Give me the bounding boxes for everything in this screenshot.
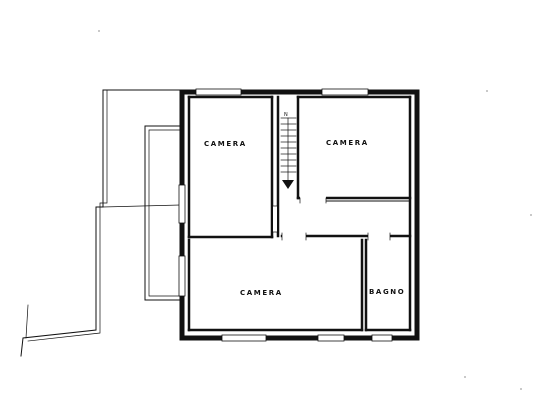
window-left-2: [178, 255, 186, 297]
terrace-outline: [20, 89, 181, 357]
balcony: [144, 125, 181, 301]
doors: [271, 192, 391, 241]
room-label-camera-bottom: CAMERA: [240, 289, 283, 297]
window-top-2: [321, 88, 369, 96]
window-left-1: [178, 184, 186, 224]
exterior-walls: [179, 89, 420, 341]
window-bottom-3: [371, 334, 393, 342]
stair-arrow-icon: [282, 180, 294, 189]
room-label-camera-top-right: CAMERA: [326, 139, 369, 147]
room-label-bagno: BAGNO: [369, 288, 405, 296]
stair-mark: N: [284, 112, 288, 118]
room-labels: CAMERA CAMERA CAMERA BAGNO: [204, 139, 405, 297]
window-bottom-2: [317, 334, 345, 342]
windows: [178, 88, 393, 342]
window-bottom-1: [221, 334, 267, 342]
room-label-camera-top-left: CAMERA: [204, 140, 247, 148]
window-top-1: [195, 88, 242, 96]
staircase: N: [280, 112, 297, 189]
scan-specks: [98, 30, 532, 390]
